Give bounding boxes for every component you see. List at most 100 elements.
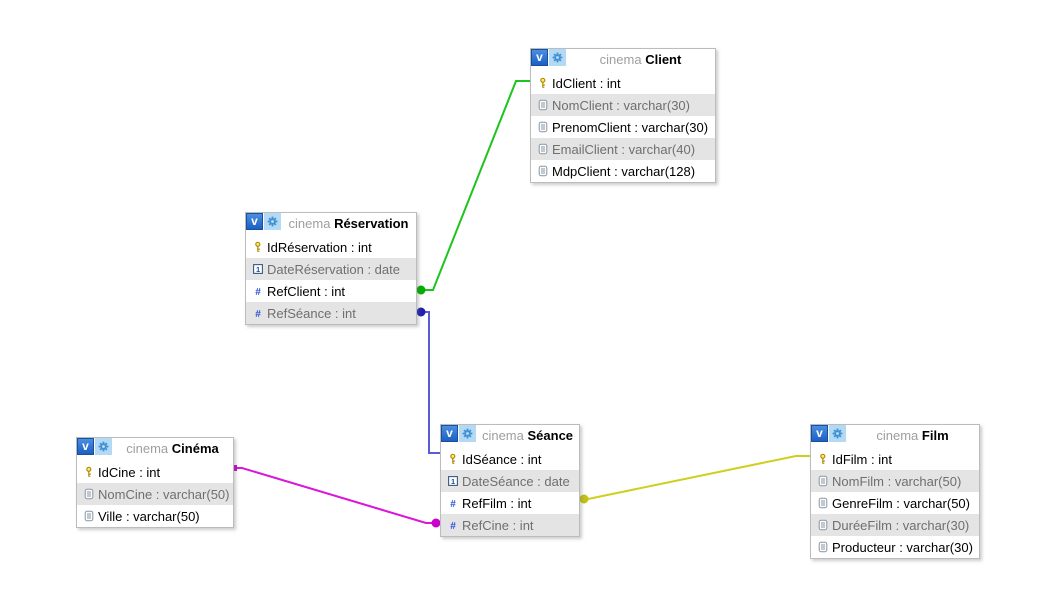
- gear-icon: [264, 213, 281, 230]
- svg-text:#: #: [255, 309, 261, 319]
- column-label: GenreFilm : varchar(50): [832, 495, 970, 511]
- relationship-dot-end: [579, 494, 589, 504]
- schema-label: cinema: [876, 428, 919, 443]
- text-column-icon: [531, 99, 551, 111]
- table-header[interactable]: v cinema Séance: [441, 425, 579, 448]
- view-v-badge-icon: v: [77, 438, 94, 455]
- text-column-icon: [811, 497, 831, 509]
- column-row[interactable]: NomFilm : varchar(50): [811, 470, 979, 492]
- table-name: Client: [645, 52, 682, 67]
- column-row[interactable]: 1 DateSéance : date: [441, 470, 579, 492]
- schema-label: cinema: [126, 441, 169, 456]
- table-name: Séance: [527, 428, 574, 443]
- relationship-line-reservation-refclient-to-client[interactable]: [417, 80, 530, 291]
- column-label: MdpClient : varchar(128): [552, 163, 696, 179]
- table-title: cinema Réservation: [281, 216, 416, 233]
- column-row[interactable]: Producteur : varchar(30): [811, 536, 979, 558]
- column-row[interactable]: NomCine : varchar(50): [77, 483, 233, 505]
- column-label: Producteur : varchar(30): [832, 539, 973, 555]
- column-row[interactable]: IdFilm : int: [811, 448, 979, 470]
- foreign-key-icon: #: [441, 497, 461, 509]
- column-row[interactable]: Ville : varchar(50): [77, 505, 233, 527]
- view-v-badge-icon: v: [811, 425, 828, 442]
- date-column-icon: 1: [441, 475, 461, 487]
- column-label: RefClient : int: [267, 283, 346, 299]
- schema-label: cinema: [481, 428, 524, 443]
- relationship-line-reservation-refseance-to-seance[interactable]: [417, 311, 440, 454]
- text-column-icon: [811, 541, 831, 553]
- table-header[interactable]: v cinema Client: [531, 49, 715, 72]
- column-row[interactable]: GenreFilm : varchar(50): [811, 492, 979, 514]
- column-label: EmailClient : varchar(40): [552, 141, 696, 157]
- column-row[interactable]: # RefFilm : int: [441, 492, 579, 514]
- relationship-line-cinema-to-seance-refcine[interactable]: [234, 467, 440, 524]
- text-column-icon: [531, 121, 551, 133]
- column-row[interactable]: DuréeFilm : varchar(30): [811, 514, 979, 536]
- column-label: IdFilm : int: [832, 451, 892, 467]
- text-column-icon: [77, 488, 97, 500]
- column-label: RefCine : int: [462, 517, 534, 533]
- text-column-icon: [811, 475, 831, 487]
- table-name: Réservation: [334, 216, 409, 231]
- column-row[interactable]: IdClient : int: [531, 72, 715, 94]
- table-header[interactable]: v cinema Réservation: [246, 213, 416, 236]
- relationship-dot-end: [431, 518, 441, 528]
- schema-label: cinema: [599, 52, 642, 67]
- view-v-badge-icon: v: [441, 425, 458, 442]
- column-label: DateSéance : date: [462, 473, 570, 489]
- view-v-badge-icon: v: [531, 49, 548, 66]
- primary-key-icon: [811, 453, 831, 465]
- column-label: IdCine : int: [98, 464, 161, 480]
- column-row[interactable]: IdSéance : int: [441, 448, 579, 470]
- relationship-dot-end: [416, 307, 426, 317]
- table-name: Film: [921, 428, 949, 443]
- primary-key-icon: [246, 241, 266, 253]
- relationship-line-seance-reffilm-to-film[interactable]: [580, 455, 810, 500]
- column-label: NomClient : varchar(30): [552, 97, 690, 113]
- column-label: RefFilm : int: [462, 495, 532, 511]
- primary-key-icon: [531, 77, 551, 89]
- column-row[interactable]: 1 DateRéservation : date: [246, 258, 416, 280]
- table-header[interactable]: v cinema Film: [811, 425, 979, 448]
- column-row[interactable]: # RefCine : int: [441, 514, 579, 536]
- column-row[interactable]: NomClient : varchar(30): [531, 94, 715, 116]
- column-list: IdSéance : int 1 DateSéance : date # RefFilm…: [441, 448, 579, 536]
- column-label: DateRéservation : date: [267, 261, 400, 277]
- column-row[interactable]: MdpClient : varchar(128): [531, 160, 715, 182]
- table-title: cinema Film: [846, 428, 979, 445]
- date-column-icon: 1: [246, 263, 266, 275]
- svg-text:1: 1: [256, 265, 260, 274]
- text-column-icon: [77, 510, 97, 522]
- view-v-badge-icon: v: [246, 213, 263, 230]
- column-list: IdRéservation : int 1 DateRéservation : da…: [246, 236, 416, 324]
- svg-text:#: #: [450, 521, 456, 531]
- column-row[interactable]: IdCine : int: [77, 461, 233, 483]
- svg-text:1: 1: [451, 477, 455, 486]
- svg-text:#: #: [450, 499, 456, 509]
- column-label: RefSéance : int: [267, 305, 356, 321]
- gear-icon: [549, 49, 566, 66]
- text-column-icon: [811, 519, 831, 531]
- column-label: Ville : varchar(50): [98, 508, 200, 524]
- column-row[interactable]: #RefClient : int: [246, 280, 416, 302]
- column-row[interactable]: EmailClient : varchar(40): [531, 138, 715, 160]
- gear-icon: [459, 425, 476, 442]
- column-row[interactable]: PrenomClient : varchar(30): [531, 116, 715, 138]
- column-row[interactable]: # RefSéance : int: [246, 302, 416, 324]
- gear-icon: [829, 425, 846, 442]
- primary-key-icon: [441, 453, 461, 465]
- table-header[interactable]: v cinema Cinéma: [77, 438, 233, 461]
- column-label: IdSéance : int: [462, 451, 542, 467]
- gear-icon: [95, 438, 112, 455]
- table-title: cinema Cinéma: [112, 441, 233, 458]
- column-row[interactable]: IdRéservation : int: [246, 236, 416, 258]
